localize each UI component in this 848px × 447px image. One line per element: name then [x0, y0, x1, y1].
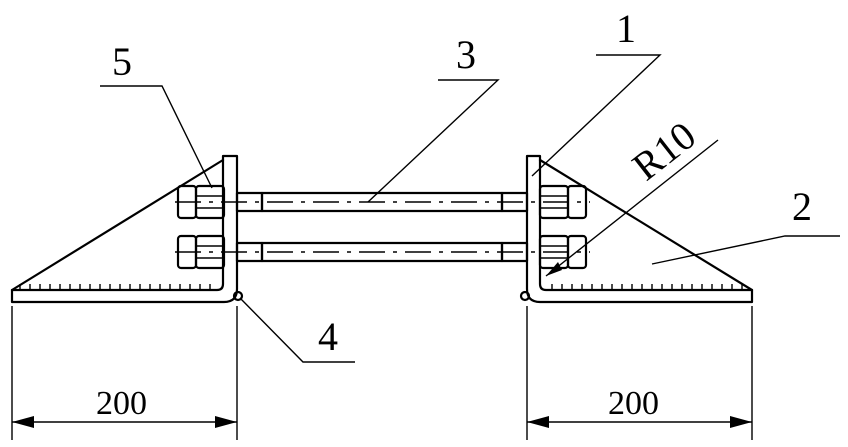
callout-1: 1 [616, 6, 636, 51]
upper-rod [175, 184, 590, 220]
left-weld [232, 290, 244, 302]
right-scale-ticks [551, 284, 743, 290]
lower-rod [175, 234, 590, 270]
left-dimension-value: 200 [96, 385, 147, 422]
right-bracket [519, 154, 754, 304]
right-dimension-value: 200 [608, 385, 659, 422]
callout-4: 4 [318, 314, 338, 359]
radius-label: R10 [624, 113, 704, 190]
left-bracket [10, 154, 244, 304]
dimension-lines [11, 306, 753, 440]
left-scale-ticks [19, 284, 211, 290]
callout-5: 5 [112, 39, 132, 84]
callout-2: 2 [792, 184, 812, 229]
leader-lines [100, 54, 840, 363]
right-weld [519, 290, 531, 302]
callout-3: 3 [456, 32, 476, 77]
